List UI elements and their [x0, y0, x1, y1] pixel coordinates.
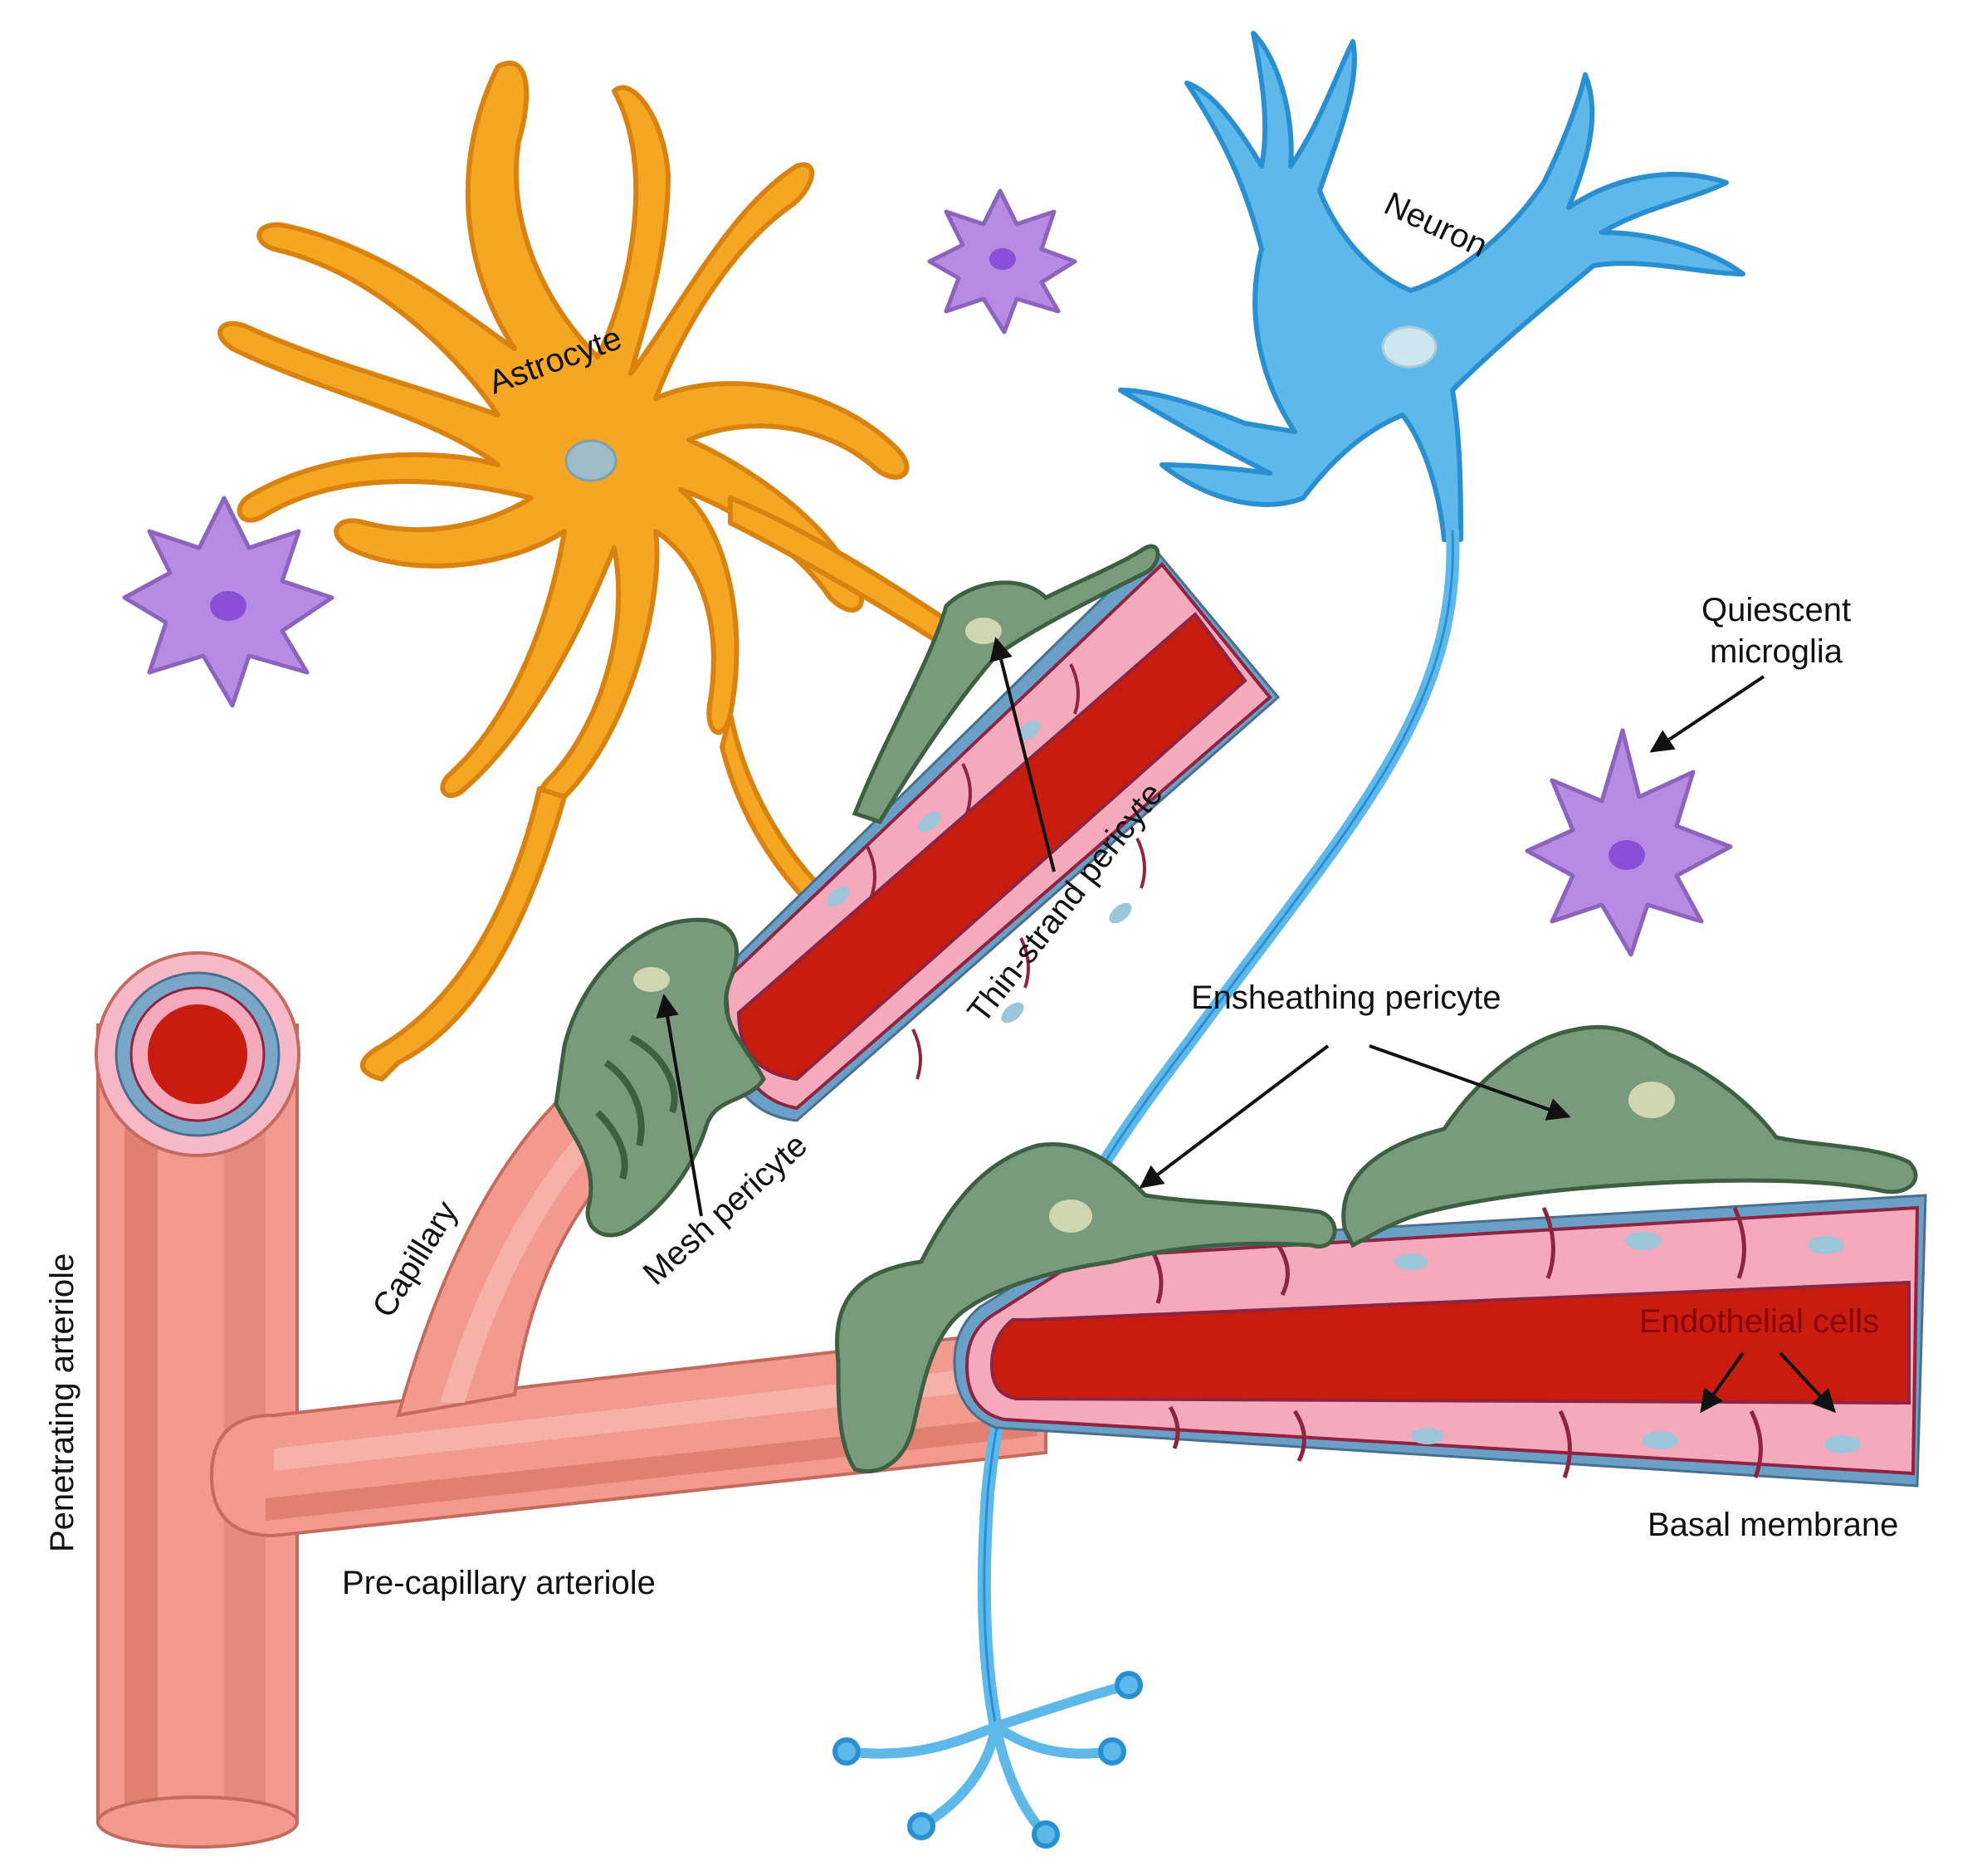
label-precapillary-arteriole: Pre-capillary arteriole — [342, 1565, 656, 1601]
label-endothelial-cells: Endothelial cells — [1639, 1303, 1879, 1340]
annotation-arrows — [656, 637, 1836, 1414]
microglia-left — [122, 496, 334, 708]
upper-capillary — [712, 545, 1281, 1122]
microglia-top — [927, 188, 1077, 335]
label-neuron: Neuron — [1379, 185, 1493, 264]
microglia-right — [1525, 728, 1733, 957]
label-basal-membrane: Basal membrane — [1648, 1507, 1898, 1543]
label-penetrating-arteriole: Penetrating arteriole — [44, 1253, 81, 1552]
label-quiescent-line2: microglia — [1710, 633, 1843, 670]
ensheathing-pericyte-right — [1341, 1024, 1918, 1248]
lower-capillary — [953, 1194, 1927, 1488]
ensheathing-pericyte-left — [835, 1142, 1337, 1474]
mesh-pericyte — [554, 917, 766, 1238]
label-ensheathing-pericyte: Ensheathing pericyte — [1191, 980, 1501, 1016]
label-quiescent-line1: Quiescent — [1701, 592, 1851, 628]
penetrating-arteriole — [95, 951, 300, 1849]
